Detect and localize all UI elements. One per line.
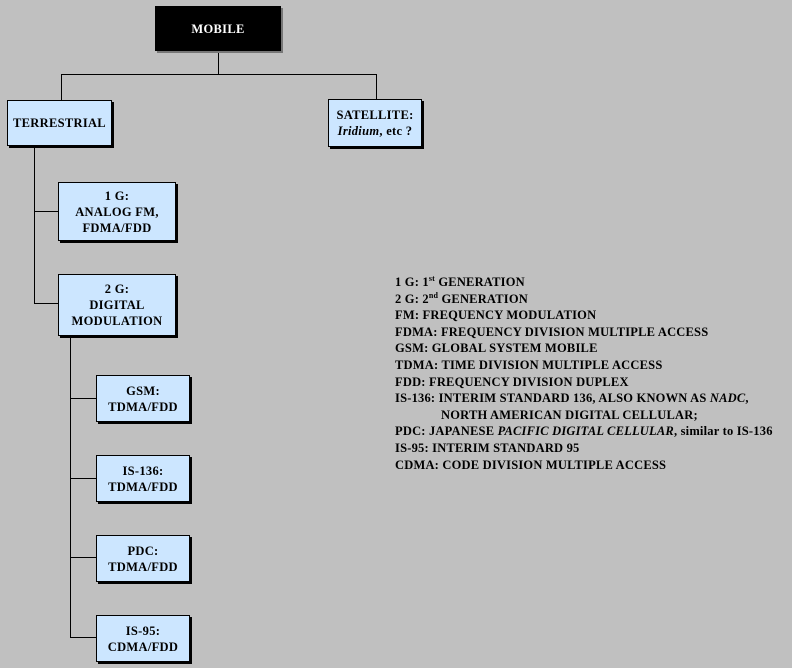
- node-satellite-line2: Iridium, etc ?: [337, 124, 413, 138]
- node-pdc: PDC: TDMA/FDD: [96, 535, 190, 582]
- legend-line-2g: 2 G: 2nd GENERATION: [395, 290, 528, 306]
- node-1g: 1 G: ANALOG FM, FDMA/FDD: [58, 182, 176, 241]
- legend-line-is95: IS-95: INTERIM STANDARD 95: [395, 440, 580, 455]
- node-terrestrial-label: TERRESTRIAL: [13, 116, 106, 130]
- node-2g: 2 G: DIGITAL MODULATION: [58, 274, 176, 336]
- connector-satellite-up: [376, 74, 377, 99]
- node-is136: IS-136: TDMA/FDD: [96, 455, 190, 502]
- connector-is136: [70, 478, 96, 479]
- legend-line-tdma: TDMA: TIME DIVISION MULTIPLE ACCESS: [395, 357, 663, 372]
- node-pdc-line1: PDC:: [127, 543, 159, 558]
- node-satellite: SATELLITE: Iridium, etc ?: [328, 99, 422, 147]
- node-2g-line3: MODULATION: [71, 314, 163, 328]
- connector-gen2: [34, 303, 58, 304]
- node-is136-line1: IS-136:: [122, 463, 164, 478]
- node-terrestrial: TERRESTRIAL: [7, 100, 112, 146]
- node-1g-line1: 1 G:: [104, 188, 130, 203]
- connector-root-horizontal: [61, 74, 377, 75]
- legend-line-fm: FM: FREQUENCY MODULATION: [395, 308, 597, 323]
- node-is95-line1: IS-95:: [125, 623, 161, 638]
- legend-line-fdd: FDD: FREQUENCY DIVISION DUPLEX: [395, 374, 629, 389]
- node-satellite-line1: SATELLITE:: [336, 108, 414, 122]
- connector-root-down: [218, 52, 219, 74]
- connector-gsm: [70, 398, 96, 399]
- connector-terrestrial-up: [61, 74, 62, 100]
- connector-gen1: [34, 211, 58, 212]
- legend-line-fdma: FDMA: FREQUENCY DIVISION MULTIPLE ACCESS: [395, 324, 709, 339]
- legend-line-1g: 1 G: 1st GENERATION: [395, 274, 525, 290]
- connector-terrestrial-down: [34, 146, 35, 304]
- node-gsm: GSM: TDMA/FDD: [96, 375, 190, 422]
- node-gsm-line2: TDMA/FDD: [108, 399, 178, 414]
- node-2g-line2: DIGITAL: [89, 298, 145, 312]
- node-2g-line1: 2 G:: [104, 282, 130, 296]
- node-1g-line2: ANALOG FM,: [75, 204, 159, 219]
- legend-line-cdma: CDMA: CODE DIVISION MULTIPLE ACCESS: [395, 457, 667, 472]
- connector-pdc: [70, 557, 96, 558]
- abbreviation-legend: 1 G: 1st GENERATION 2 G: 2nd GENERATION …: [395, 274, 773, 473]
- legend-line-pdc: PDC: JAPANESE PACIFIC DIGITAL CELLULAR, …: [395, 424, 773, 439]
- node-1g-line3: FDMA/FDD: [82, 220, 152, 235]
- connector-is95: [70, 637, 96, 638]
- connector-gen2-down: [70, 336, 71, 638]
- node-mobile-label: MOBILE: [191, 21, 245, 36]
- node-is136-line2: TDMA/FDD: [108, 479, 178, 494]
- node-gsm-line1: GSM:: [126, 383, 160, 398]
- node-is95: IS-95: CDMA/FDD: [96, 615, 190, 662]
- node-pdc-line2: TDMA/FDD: [108, 559, 178, 574]
- legend-line-is136-cont: NORTH AMERICAN DIGITAL CELLULAR;: [441, 407, 698, 422]
- node-is95-line2: CDMA/FDD: [107, 639, 179, 654]
- legend-line-is136: IS-136: INTERIM STANDARD 136, ALSO KNOWN…: [395, 391, 749, 406]
- node-mobile: MOBILE: [155, 6, 281, 51]
- legend-line-gsm: GSM: GLOBAL SYSTEM MOBILE: [395, 341, 598, 356]
